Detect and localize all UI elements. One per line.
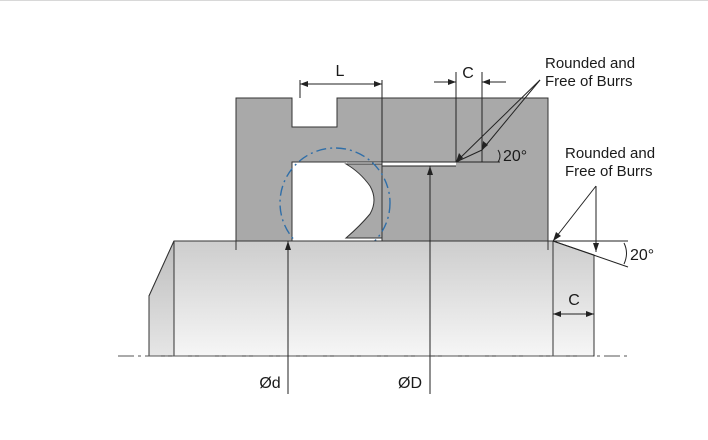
dim-c-bottom-label: C — [568, 292, 580, 309]
angle-groove-label: 20° — [503, 148, 527, 165]
dia-D-label: ØD — [398, 375, 422, 392]
right-callout-line2: Free of Burrs — [565, 163, 653, 180]
bore-gap — [382, 162, 456, 166]
dim-l-label: L — [336, 63, 345, 80]
right-callout-line1: Rounded and — [565, 145, 655, 162]
angle-rod-label: 20° — [630, 247, 654, 264]
top-callout-line2: Free of Burrs — [545, 73, 633, 90]
seal-profile — [292, 162, 382, 241]
dim-c-top-label: C — [462, 65, 474, 82]
top-callout-line1: Rounded and — [545, 55, 635, 72]
top-border — [0, 0, 708, 1]
rod-chamfer-left — [148, 240, 175, 357]
dia-d-label: Ød — [259, 375, 280, 392]
rod-body — [148, 240, 595, 357]
seal-lip — [344, 163, 383, 239]
